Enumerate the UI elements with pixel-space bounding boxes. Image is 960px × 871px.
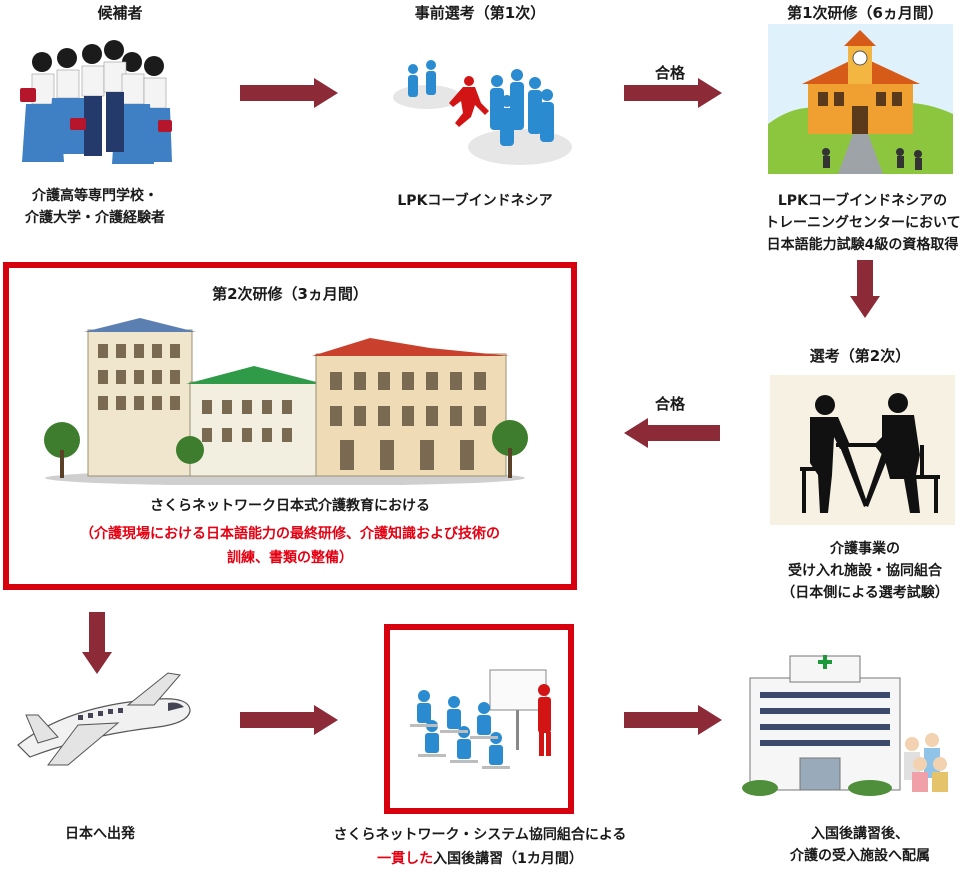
school-image — [768, 24, 953, 174]
post-entry-caption-emphasis: 一貫した — [377, 851, 434, 867]
post-entry-caption-line1: さくらネットワーク・システム協同組合による — [333, 827, 627, 843]
candidates-title: 候補者 — [97, 4, 143, 22]
candidates-caption-line1: 介護高等専門学校・ — [32, 188, 158, 204]
pre-selection-title: 事前選考（第1次） — [414, 4, 546, 22]
training1-caption-line3: 日本語能力試験4級の資格取得 — [766, 237, 959, 253]
pass-label-2: 合格 — [654, 395, 685, 413]
selection2-caption-line1: 介護事業の — [830, 541, 900, 557]
training1-caption-line2: トレーニングセンターにおいて — [765, 215, 960, 231]
pass-label-1: 合格 — [654, 64, 685, 82]
care-facility-image — [740, 648, 955, 798]
training1-title: 第1次研修（6ヵ月間） — [787, 4, 943, 22]
placement-caption-line1: 入国後講習後、 — [811, 826, 909, 842]
training2-caption-red-line1: （介護現場における日本語能力の最終研修、介護知識および技術の — [80, 526, 500, 542]
selection2-caption-line3: （日本側による選考試験） — [781, 585, 949, 601]
arrow-right-4 — [624, 705, 722, 735]
post-entry-frame — [384, 624, 574, 814]
post-entry-caption-rest: 入国後講習（1カ月間） — [433, 851, 583, 867]
selection2-title: 選考（第2次） — [809, 347, 911, 365]
airplane-image — [8, 665, 198, 775]
arrow-right-3 — [240, 705, 338, 735]
arrow-right-1 — [240, 78, 338, 108]
selection-people-image — [385, 55, 575, 175]
arrow-right-2 — [624, 78, 722, 108]
training2-frame — [3, 262, 577, 590]
training2-caption: さくらネットワーク日本式介護教育における — [150, 498, 430, 514]
placement-caption-line2: 介護の受入施設へ配属 — [790, 848, 930, 864]
arrow-left-1 — [624, 418, 720, 448]
arrow-down-2 — [82, 612, 112, 674]
classroom-image — [396, 662, 564, 782]
training1-caption-line1: LPKコーブインドネシアの — [777, 193, 948, 209]
european-buildings-image — [40, 310, 530, 485]
selection2-caption-line2: 受け入れ施設・協同組合 — [788, 563, 942, 579]
departure-caption: 日本へ出発 — [65, 826, 135, 842]
candidates-caption-line2: 介護大学・介護経験者 — [25, 210, 165, 226]
training2-title: 第2次研修（3ヵ月間） — [212, 285, 368, 303]
training2-caption-red-line2: 訓練、書類の整備） — [227, 550, 353, 566]
students-image — [12, 22, 172, 172]
pre-selection-caption: LPKコーブインドネシア — [397, 193, 553, 209]
interview-silhouette-image — [770, 375, 955, 525]
arrow-down-1 — [850, 260, 880, 318]
